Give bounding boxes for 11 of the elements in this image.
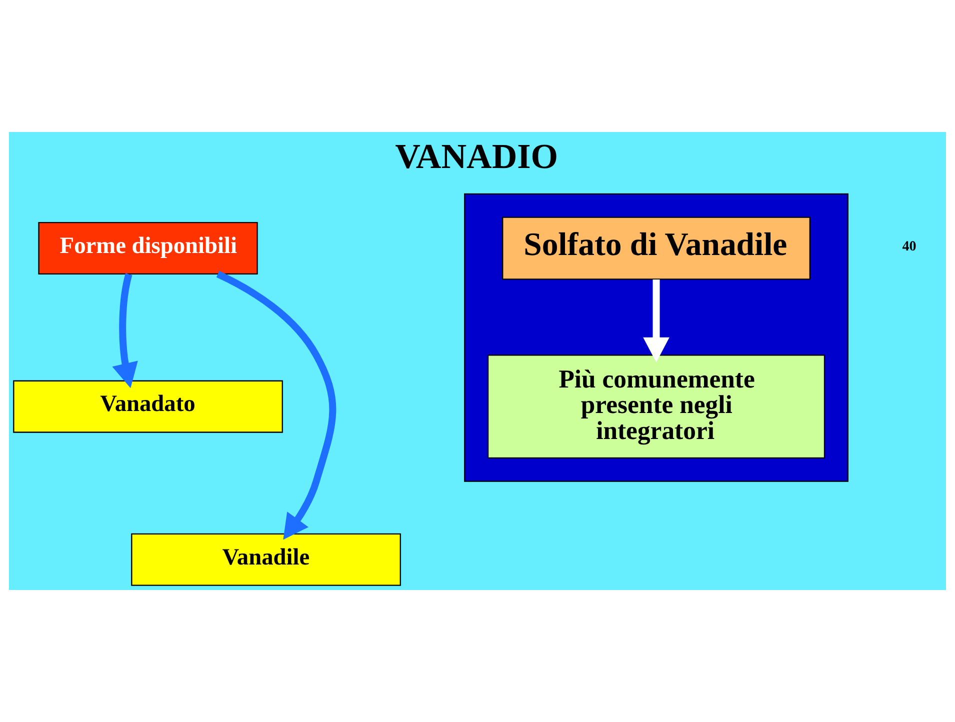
arrow	[112, 273, 138, 388]
node-box: Solfato di Vanadile	[502, 216, 810, 280]
label: 40	[902, 240, 916, 255]
diagram-title: VANADIO	[395, 137, 558, 176]
node-box: Vanadato	[13, 380, 283, 433]
cluster	[464, 193, 848, 482]
node-box: Forme disponibili	[38, 222, 258, 275]
node-box: Vanadile	[131, 533, 401, 586]
arrow	[216, 270, 336, 540]
node-box: Più comunemente presente negli integratori	[487, 354, 826, 459]
arrow	[643, 280, 670, 362]
